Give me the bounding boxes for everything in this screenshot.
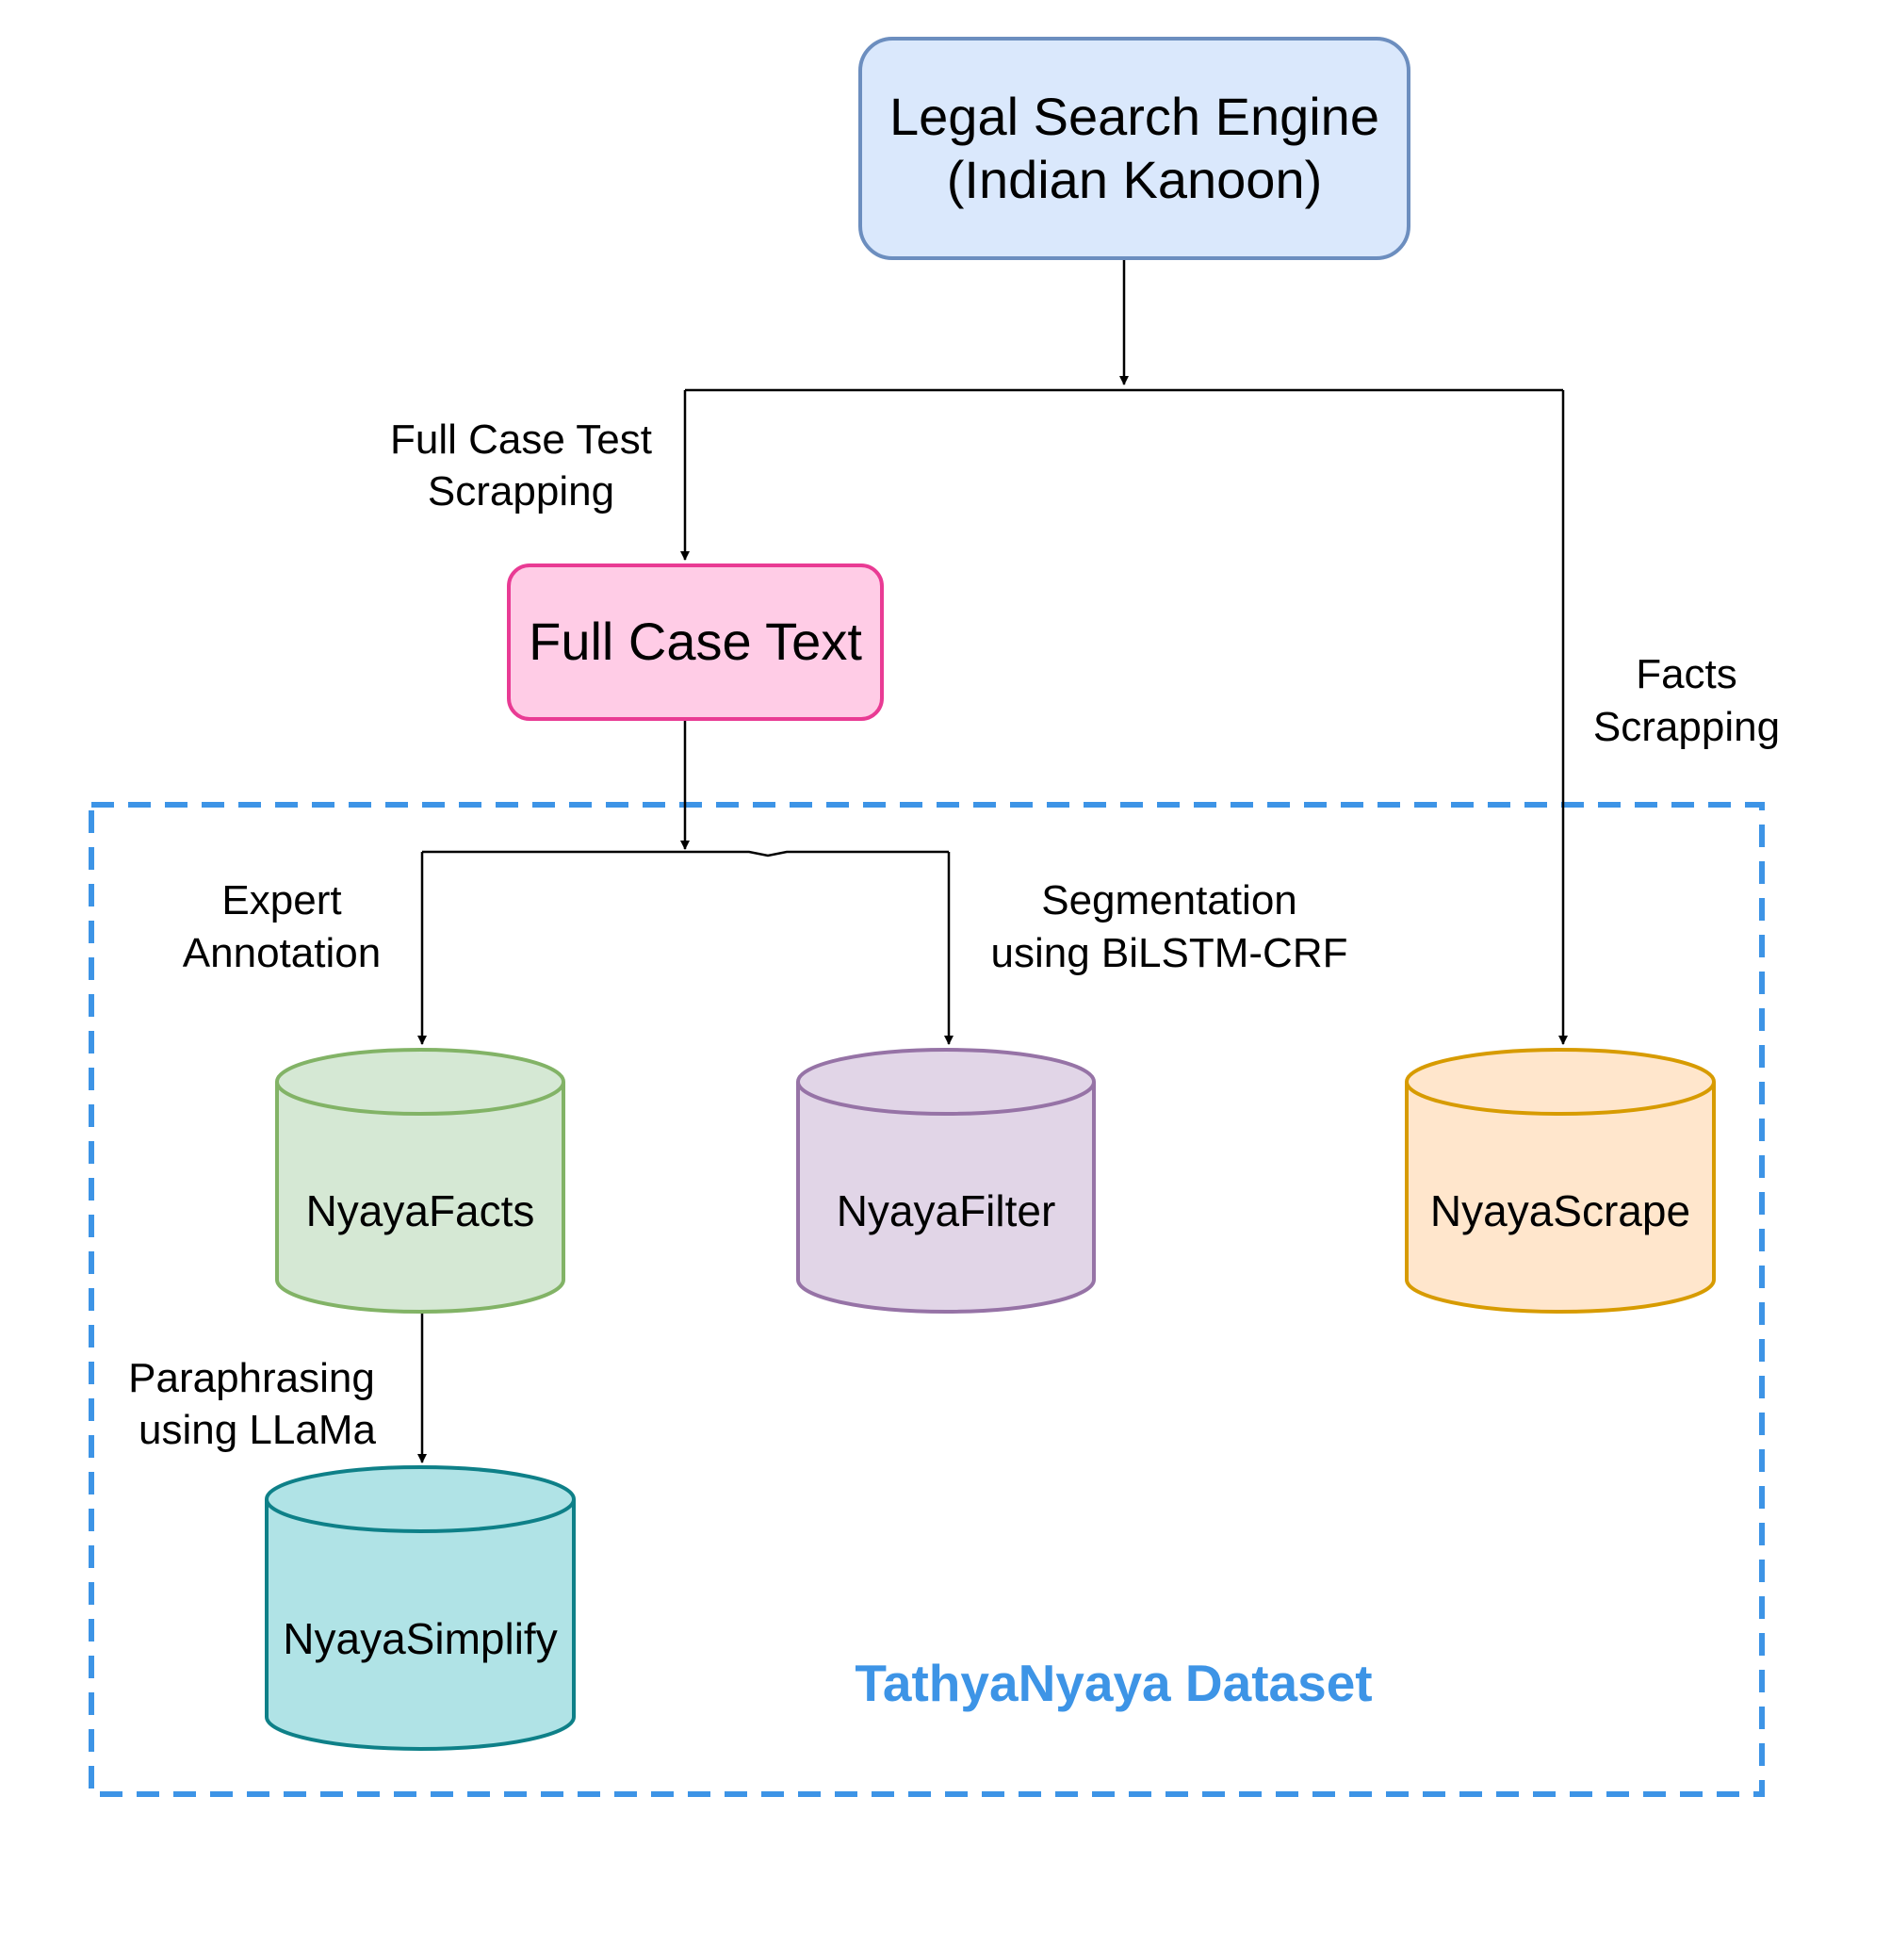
split2-horizontal [422,850,949,858]
engine-label-line1: Legal Search Engine [889,87,1379,146]
nyaya-simplify-label: NyayaSimplify [283,1614,557,1663]
nyaya-scrape-label: NyayaScrape [1430,1186,1690,1235]
nyaya-scrape-database: NyayaScrape [1405,1048,1716,1314]
full-case-text-label: Full Case Text [529,612,862,671]
segmentation-label-line1: Segmentation [1041,877,1297,923]
dataset-title: TathyaNyaya Dataset [855,1654,1372,1712]
facts-scrapping-label-line1: Facts [1636,651,1737,697]
paraphrasing-label-line2: using LLaMa [139,1407,376,1453]
edge-labels: Full Case Test Scrapping Facts Scrapping… [128,416,1780,1453]
connectors [417,258,1568,1463]
nyaya-filter-label: NyayaFilter [837,1186,1056,1235]
full-case-scrapping-label-line1: Full Case Test [390,416,652,463]
nyaya-facts-label: NyayaFacts [306,1186,535,1235]
segmentation-label-line2: using BiLSTM-CRF [991,930,1348,976]
full-case-scrapping-label-line2: Scrapping [428,468,614,514]
nyaya-simplify-database: NyayaSimplify [265,1465,576,1751]
paraphrasing-label-line1: Paraphrasing [128,1355,375,1401]
engine-label-line2: (Indian Kanoon) [947,150,1323,209]
expert-annotation-label-line1: Expert [221,877,341,923]
nyaya-filter-database: NyayaFilter [796,1048,1096,1314]
facts-scrapping-label-line2: Scrapping [1593,704,1780,750]
legal-search-engine-node: Legal Search Engine (Indian Kanoon) [858,37,1410,260]
dataset-boundary [89,802,1765,1797]
nyaya-facts-database: NyayaFacts [275,1048,565,1314]
full-case-text-node: Full Case Text [507,564,884,721]
expert-annotation-label-line2: Annotation [183,930,381,976]
